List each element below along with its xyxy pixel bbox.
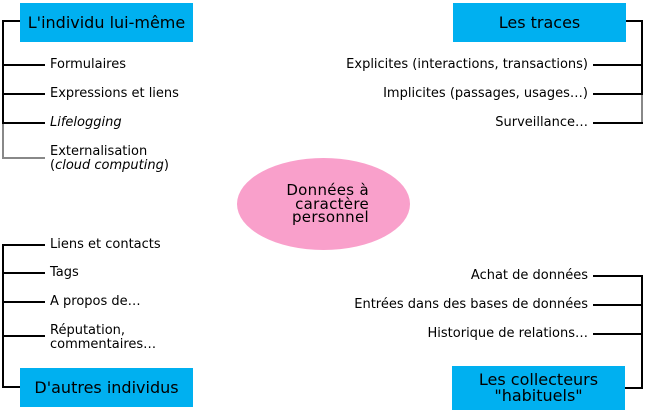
leaf-entrees-bases[interactable]: Entrées dans des bases de données: [354, 297, 588, 312]
leaf-expressions[interactable]: Expressions et liens: [50, 86, 179, 101]
node-traces-label: Les traces: [498, 13, 581, 32]
edge-collecteurs-trunk: [641, 275, 643, 389]
leaf-apropos[interactable]: A propos de…: [50, 294, 141, 309]
node-autres-individus[interactable]: D'autres individus: [20, 368, 193, 407]
node-collecteurs-label-line1: Les collecteurs: [478, 370, 599, 389]
leaf-achat-donnees[interactable]: Achat de données: [470, 268, 588, 283]
leaf-historique-relations[interactable]: Historique de relations…: [427, 326, 588, 341]
leaf-formulaires[interactable]: Formulaires: [50, 57, 127, 72]
edge-individu-trunk: [2, 20, 4, 123]
edge-traces-trunk-lower: [641, 94, 643, 124]
leaf-explicites[interactable]: Explicites (interactions, transactions): [346, 57, 588, 72]
root-node[interactable]: Données à caractère personnel: [237, 158, 410, 250]
edge-tick-surveillance: [593, 122, 643, 124]
node-collecteurs-label-line2: "habituels": [494, 386, 583, 405]
leaf-lifelogging[interactable]: Lifelogging: [50, 115, 122, 130]
edge-traces-connector: [625, 20, 643, 22]
edge-tick-implicites: [593, 93, 643, 95]
node-traces[interactable]: Les traces: [453, 3, 626, 42]
leaf-implicites[interactable]: Implicites (passages, usages…): [383, 86, 588, 101]
edge-tick-lifelogging: [2, 122, 45, 124]
edge-tick-tags: [2, 272, 45, 274]
edge-tick-entrees: [593, 304, 643, 306]
edge-autres-connector: [2, 386, 20, 388]
node-individu[interactable]: L'individu lui-même: [20, 3, 193, 42]
edge-tick-reputation: [2, 335, 45, 337]
node-autres-individus-label: D'autres individus: [34, 378, 179, 397]
leaf-tags[interactable]: Tags: [50, 265, 79, 280]
leaf-externalisation[interactable]: Externalisation (cloud computing): [50, 144, 169, 173]
edge-tick-liens: [2, 244, 45, 246]
edge-tick-apropos: [2, 301, 45, 303]
edge-individu-connector: [2, 20, 20, 22]
edge-tick-expressions: [2, 93, 45, 95]
edge-individu-trunk-lower: [2, 123, 4, 159]
edge-collecteurs-connector: [625, 387, 643, 389]
leaf-reputation[interactable]: Réputation, commentaires…: [50, 323, 157, 352]
edge-tick-externalisation: [2, 157, 45, 159]
edge-tick-formulaires: [2, 64, 45, 66]
root-node-label: Données à caractère personnel: [286, 180, 369, 226]
edge-traces-trunk: [641, 20, 643, 94]
leaf-liens-contacts[interactable]: Liens et contacts: [50, 237, 161, 252]
node-individu-label: L'individu lui-même: [27, 13, 186, 32]
leaf-surveillance[interactable]: Surveillance…: [495, 115, 588, 130]
edge-autres-trunk: [2, 244, 4, 388]
edge-tick-explicites: [593, 64, 643, 66]
node-collecteurs[interactable]: Les collecteurs "habituels": [452, 366, 625, 410]
edge-tick-historique: [593, 333, 643, 335]
edge-tick-achat: [593, 275, 643, 277]
